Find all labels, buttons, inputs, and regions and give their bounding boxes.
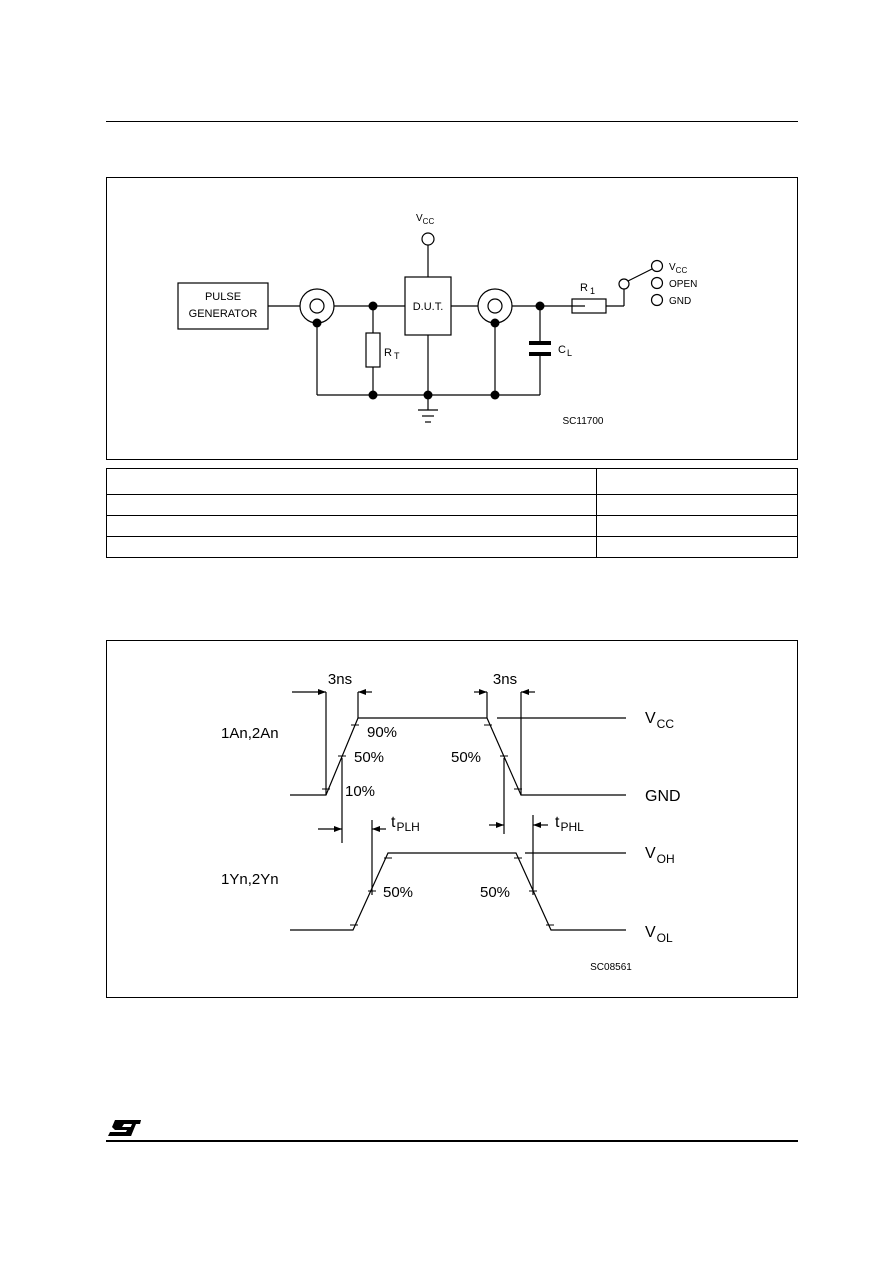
junction-dots: [312, 301, 545, 400]
fall-time-label: 3ns: [493, 671, 517, 688]
table-row: [106, 536, 798, 558]
switch-terminal-gnd: [650, 293, 664, 307]
switch-label-open: OPEN: [669, 279, 697, 290]
output-waveform: [290, 852, 626, 931]
gnd-level-label: GND: [645, 788, 681, 805]
pulse-generator-label-2: GENERATOR: [189, 308, 258, 320]
test-circuit-panel: [106, 177, 798, 460]
vcc-label: VCC: [416, 213, 434, 226]
table-row: [106, 468, 798, 495]
cl-capacitor: [529, 341, 551, 345]
tphl-label: tPHL: [555, 814, 584, 834]
table-row: [106, 515, 798, 537]
output-label: 1Yn,2Yn: [221, 871, 279, 888]
pct-10-label: 10%: [345, 783, 375, 800]
figure-code-waveform: SC08561: [590, 962, 632, 973]
waveform-panel: [106, 640, 798, 998]
header-rule: [106, 121, 798, 122]
pct-50-output-fall-label: 50%: [480, 884, 510, 901]
tplh-label: tPLH: [391, 814, 420, 834]
figure-code-circuit: SC11700: [563, 416, 604, 427]
table-cell: [596, 536, 798, 558]
pulse-generator-label-1: PULSE: [205, 291, 241, 303]
vcc-terminal: [421, 232, 435, 246]
vcc-level-label: VCC: [645, 710, 674, 731]
voh-level-label: VOH: [645, 845, 675, 866]
input-waveform: [290, 717, 626, 796]
pct-90-label: 90%: [367, 724, 397, 741]
switch-terminal-open: [650, 276, 664, 290]
table-cell: [596, 468, 798, 495]
pct-50-input-fall-label: 50%: [451, 749, 481, 766]
rise-time-label: 3ns: [328, 671, 352, 688]
table-cell: [106, 468, 597, 495]
pct-50-input-rise-label: 50%: [354, 749, 384, 766]
switch-terminal-vcc: [650, 259, 664, 273]
switch-pivot: [618, 278, 630, 290]
input-label: 1An,2An: [221, 725, 279, 742]
pct-50-output-rise-label: 50%: [383, 884, 413, 901]
cl-label: CL: [558, 344, 572, 358]
switch-label-vcc: VCC: [669, 262, 687, 275]
switch-label-gnd: GND: [669, 296, 691, 307]
waveform-diagram: 1An,2An 1Yn,2Yn 3ns 3ns 90% 50% 50% 10% …: [221, 671, 681, 973]
vol-level-label: VOL: [645, 924, 673, 945]
dut-label: D.U.T.: [413, 301, 444, 313]
footer-rule: [106, 1140, 798, 1142]
test-conditions-table: [106, 468, 798, 558]
